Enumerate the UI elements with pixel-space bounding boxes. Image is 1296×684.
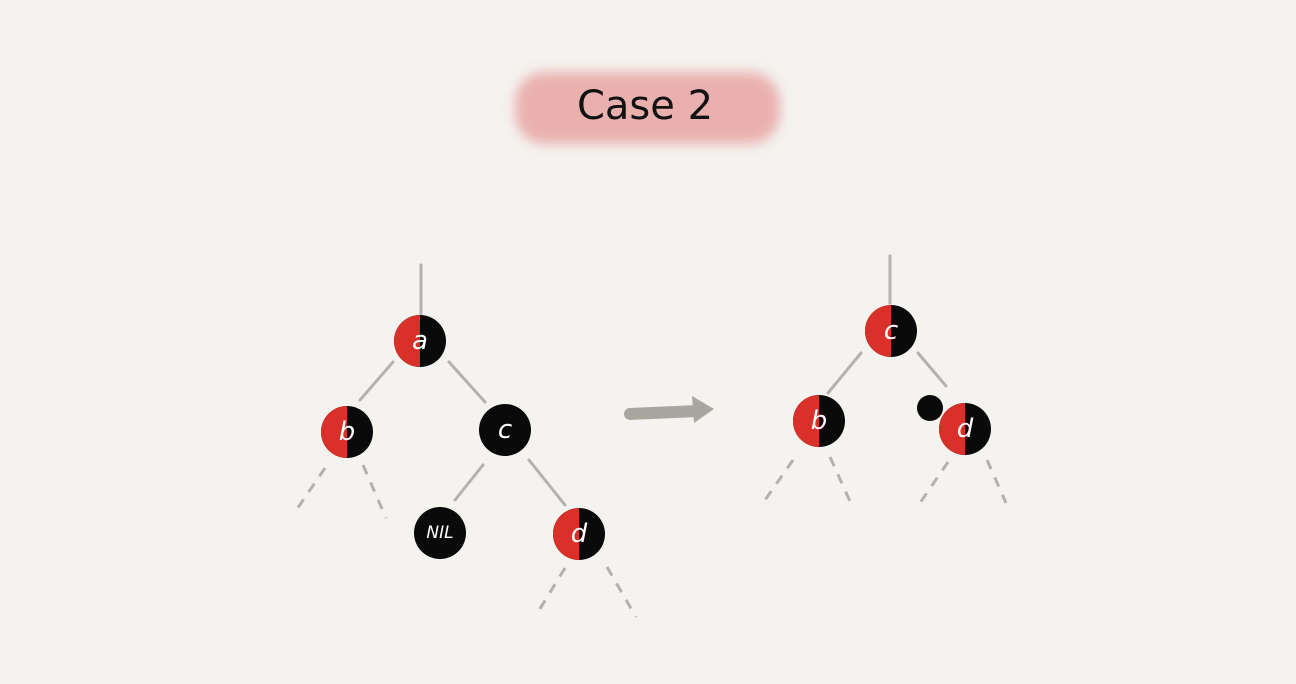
node-c: c [479,404,531,456]
node-b: b [321,406,373,458]
node-label: c [884,316,898,346]
before-tree-edges [293,263,638,618]
node-label: NIL [426,523,453,543]
extra-black-marker [917,395,943,421]
node-label: b [811,406,828,436]
after-node-c: c [865,305,917,357]
node-label: d [571,519,588,549]
title-text: Case 2 [577,83,713,129]
title-banner: Case 2 [515,72,780,144]
node-label: d [957,414,974,444]
node-d: d [553,508,605,560]
after-tree-edges [761,254,1008,509]
node-label: c [498,415,512,445]
node-a: a [394,315,446,367]
node-label: a [412,326,428,356]
node-label: b [339,417,356,447]
after-node-b: b [793,395,845,447]
node-nil: NIL [414,507,466,559]
right-arrow-icon [624,396,714,423]
after-node-d: d [939,403,991,455]
